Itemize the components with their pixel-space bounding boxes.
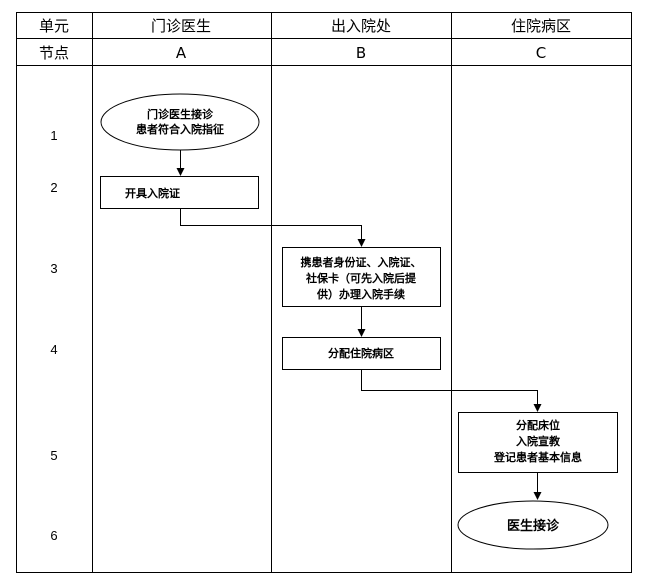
header-node-c: C <box>536 44 546 62</box>
row-number: 3 <box>50 261 57 276</box>
node-text-line: 供）办理入院手续 <box>316 287 405 301</box>
node-assign-bed: 分配床位 入院宣教 登记患者基本信息 <box>458 412 618 473</box>
row-numbers: 1 2 3 4 5 6 <box>50 128 57 543</box>
node-text-line: 医生接诊 <box>507 518 560 534</box>
header-unit-label: 单元 <box>39 17 69 35</box>
node-shape-rect <box>458 412 618 473</box>
node-text-line: 门诊医生接诊 <box>147 107 214 121</box>
header-row-unit: 单元 门诊医生 出入院处 住院病区 <box>39 17 571 35</box>
header-lane-a: 门诊医生 <box>151 17 211 35</box>
node-text-line: 登记患者基本信息 <box>493 450 582 464</box>
row-number: 6 <box>50 528 57 543</box>
node-issue-admission-certificate: 开具入院证 <box>100 176 259 209</box>
row-number: 4 <box>50 342 57 357</box>
table-border <box>16 12 632 573</box>
node-text-line: 社保卡（可先入院后提 <box>305 271 417 285</box>
row-number: 1 <box>50 128 57 143</box>
header-lane-c: 住院病区 <box>511 17 571 35</box>
node-text-line: 患者符合入院指征 <box>136 122 224 136</box>
swimlane-table <box>16 12 632 573</box>
connector-arrow <box>180 209 366 247</box>
node-text-line: 入院宣教 <box>516 434 561 448</box>
node-outpatient-consult: 门诊医生接诊 患者符合入院指征 <box>100 93 260 151</box>
row-number: 5 <box>50 448 57 463</box>
header-lane-b: 出入院处 <box>331 17 391 35</box>
node-shape-ellipse <box>457 500 609 550</box>
header-node-a: A <box>176 44 187 62</box>
connector-arrow <box>361 370 542 412</box>
node-admission-procedures: 携患者身份证、入院证、 社保卡（可先入院后提 供）办理入院手续 <box>282 247 441 307</box>
connectors <box>176 150 542 500</box>
node-assign-ward: 分配住院病区 <box>282 337 441 370</box>
node-text-line: 分配住院病区 <box>328 346 394 360</box>
node-shape-rect <box>100 176 259 209</box>
node-text-line: 分配床位 <box>516 418 560 432</box>
row-number: 2 <box>50 180 57 195</box>
header-node-label: 节点 <box>39 44 69 62</box>
node-doctor-consult: 医生接诊 <box>457 500 609 550</box>
node-text-line: 携患者身份证、入院证、 <box>301 255 422 269</box>
node-shape-rect <box>282 337 441 370</box>
header-row-node: 节点 A B C <box>39 44 546 62</box>
node-shape-ellipse <box>100 93 260 151</box>
header-node-b: B <box>356 44 366 62</box>
node-shape-rect <box>282 247 441 307</box>
node-text-line: 开具入院证 <box>125 186 180 200</box>
